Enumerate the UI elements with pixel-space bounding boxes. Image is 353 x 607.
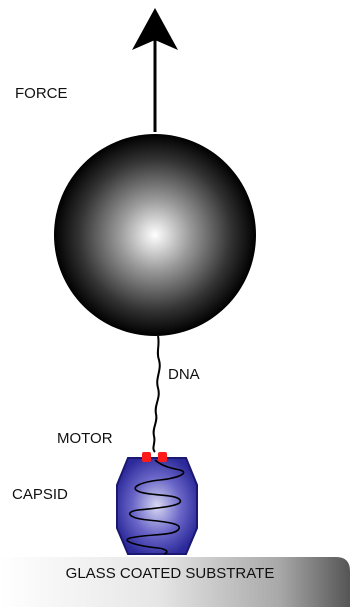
force-arrow [132,8,178,132]
capsid [116,457,198,555]
motor-subunit-right [158,452,167,462]
bead [54,134,256,336]
capsid-label: CAPSID [12,486,68,503]
force-label: FORCE [15,85,68,102]
dna-label: DNA [168,366,200,383]
packaged-dna [126,459,185,555]
motor [142,452,167,462]
force-arrow-head [132,8,178,50]
capsid-body [116,457,198,555]
motor-label: MOTOR [57,430,113,447]
dna-strand [152,335,161,453]
substrate [0,557,350,607]
motor-subunit-left [142,452,151,462]
substrate-label: GLASS COATED SUBSTRATE [65,565,275,582]
